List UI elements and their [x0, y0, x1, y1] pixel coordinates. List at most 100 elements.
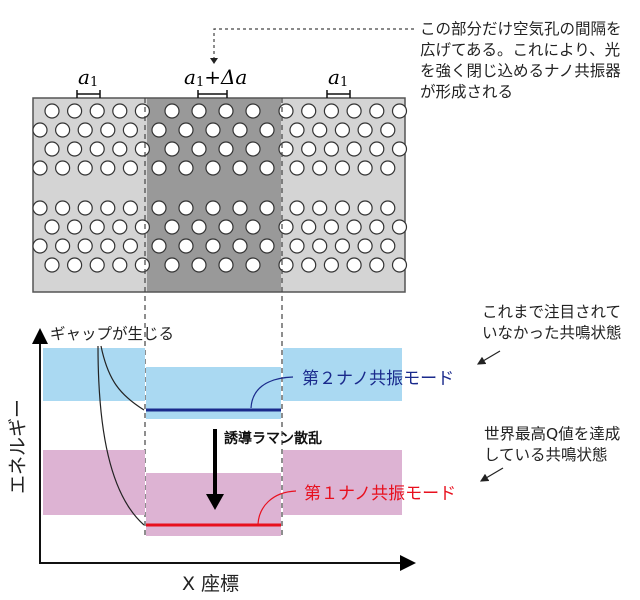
air-hole: [151, 160, 167, 176]
air-hole: [312, 122, 328, 138]
air-hole: [369, 103, 385, 119]
air-hole: [380, 122, 396, 138]
svg-text:これまで注目されて: これまで注目されて: [482, 303, 621, 321]
air-hole: [369, 141, 385, 157]
air-holes: [32, 103, 408, 273]
air-hole: [323, 257, 339, 273]
air-hole: [289, 122, 305, 138]
air-hole: [134, 141, 150, 157]
air-hole: [259, 238, 275, 254]
air-hole: [259, 122, 275, 138]
air-hole: [245, 219, 261, 235]
air-hole: [391, 103, 408, 119]
annotation-pointer-arrowhead: [210, 58, 218, 64]
air-hole: [77, 122, 93, 138]
air-hole: [32, 200, 48, 216]
air-hole: [54, 160, 71, 176]
annotation-top: この部分だけ空気孔の間隔を 広げてある。これにより、光 を強く閉じ込めるナノ共振…: [420, 20, 622, 101]
air-hole: [191, 103, 207, 119]
air-hole: [32, 238, 48, 254]
air-hole: [380, 238, 396, 254]
air-hole: [44, 219, 60, 235]
air-hole: [346, 219, 362, 235]
air-hole: [323, 141, 339, 157]
air-hole: [44, 257, 60, 273]
air-hole: [77, 160, 93, 176]
svg-text:を強く閉じ込めるナノ共振器: を強く閉じ込めるナノ共振器: [420, 62, 621, 80]
band-lower-outer-right: [283, 450, 402, 515]
air-hole: [205, 238, 221, 254]
air-hole: [191, 219, 207, 235]
air-hole: [334, 160, 350, 176]
air-hole: [112, 257, 128, 273]
air-hole: [312, 200, 328, 216]
photonic-crystal-plate: [32, 97, 408, 293]
svg-text:が形成される: が形成される: [420, 83, 513, 101]
air-hole: [54, 200, 71, 216]
air-hole: [334, 122, 350, 138]
air-hole: [301, 103, 317, 119]
air-hole: [112, 141, 128, 157]
note-mode2: これまで注目されて いなかった共鳴状態: [482, 303, 622, 342]
air-hole: [289, 200, 305, 216]
air-hole: [369, 219, 385, 235]
air-hole: [178, 160, 194, 176]
air-hole: [134, 219, 150, 235]
air-hole: [312, 160, 328, 176]
lattice-label-right: a1: [328, 65, 348, 90]
note-mode2-arrow: [476, 350, 501, 365]
air-hole: [44, 103, 60, 119]
air-hole: [380, 160, 396, 176]
air-hole: [205, 122, 221, 138]
air-hole: [205, 200, 221, 216]
air-hole: [245, 257, 261, 273]
svg-text:広げてある。これにより、光: 広げてある。これにより、光: [420, 41, 620, 59]
svg-text:いなかった共鳴状態: いなかった共鳴状態: [482, 324, 622, 342]
mode1-label: 第１ナノ共振モード: [304, 484, 456, 504]
air-hole: [259, 160, 275, 176]
air-hole: [334, 238, 350, 254]
air-hole: [164, 103, 180, 119]
air-hole: [259, 200, 275, 216]
air-hole: [54, 122, 71, 138]
air-hole: [278, 219, 294, 235]
air-hole: [232, 160, 248, 176]
gap-curve-upper: [100, 345, 145, 411]
lattice-marker-center: [197, 90, 228, 98]
svg-text:している共鳴状態: している共鳴状態: [484, 446, 608, 464]
air-hole: [122, 238, 138, 254]
air-hole: [289, 160, 305, 176]
gap-curve-lower: [97, 345, 145, 526]
air-hole: [112, 103, 128, 119]
svg-text:世界最高Q値を達成: 世界最高Q値を達成: [484, 425, 620, 443]
band-upper-outer-left: [43, 348, 145, 401]
plate-border: [32, 97, 406, 293]
air-hole: [66, 219, 83, 235]
air-hole: [66, 141, 83, 157]
air-hole: [112, 219, 128, 235]
air-hole: [100, 200, 116, 216]
air-hole: [346, 103, 362, 119]
air-hole: [346, 141, 362, 157]
air-hole: [122, 160, 138, 176]
air-hole: [66, 103, 83, 119]
air-hole: [122, 200, 138, 216]
mode2-leader: [250, 376, 294, 409]
air-hole: [245, 141, 261, 157]
lattice-marker-right: [326, 90, 351, 98]
gap-label: ギャップが生じる: [50, 325, 174, 343]
air-hole: [100, 122, 116, 138]
air-hole: [191, 141, 207, 157]
air-hole: [301, 219, 317, 235]
air-hole: [134, 103, 150, 119]
air-hole: [89, 219, 105, 235]
x-axis-label: X 座標: [182, 573, 239, 595]
annotation-pointer: [213, 28, 414, 58]
air-hole: [44, 141, 60, 157]
air-hole: [191, 257, 207, 273]
air-hole: [32, 122, 48, 138]
air-hole: [134, 257, 150, 273]
air-hole: [77, 238, 93, 254]
air-hole: [357, 160, 373, 176]
air-hole: [391, 219, 408, 235]
